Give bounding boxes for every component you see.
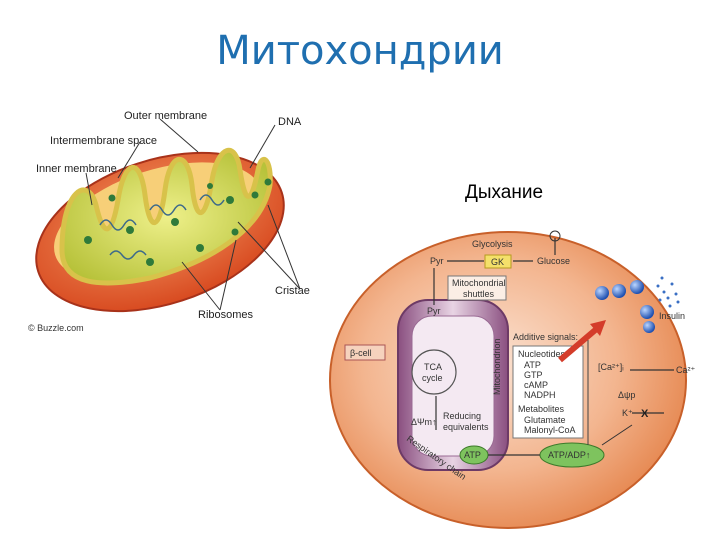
label-k-ion: K⁺ [622, 408, 633, 418]
label-metabolites: Metabolites [518, 404, 565, 414]
label-shuttles-1: Mitochondrial [452, 278, 506, 288]
label-ca-extracellular: Ca²⁺ [676, 365, 696, 375]
mitochondrion-illustration: Outer membrane Intermembrane space Inner… [16, 110, 310, 340]
label-inner-membrane: Inner membrane [36, 163, 117, 175]
label-delta-psi-p: Δψp [618, 390, 635, 400]
label-outer-membrane: Outer membrane [124, 110, 207, 122]
copyright-label: © Buzzle.com [28, 323, 84, 333]
label-glucose: Glucose [537, 256, 570, 266]
label-tca-1: TCA [424, 362, 442, 372]
label-reducing-2: equivalents [443, 422, 489, 432]
label-ribosomes: Ribosomes [198, 309, 254, 321]
label-additive-signals: Additive signals: [513, 332, 578, 342]
label-mitochondrion: Mitochondrion [492, 338, 502, 395]
nucleotide-item: GTP [524, 370, 543, 380]
label-atp-adp: ATP/ADP↑ [548, 450, 590, 460]
label-tca-2: cycle [422, 373, 443, 383]
nucleotide-item: NADPH [524, 390, 556, 400]
nucleotide-item: ATP [524, 360, 541, 370]
label-shuttles-2: shuttles [463, 289, 495, 299]
metabolite-item: Glutamate [524, 415, 566, 425]
beta-cell-diagram: Glycolysis Pyr GK Glucose Mitochondrial … [330, 231, 696, 528]
block-x-mark: X [641, 408, 649, 420]
label-cristae: Cristae [275, 285, 310, 297]
label-gk: GK [491, 257, 504, 267]
label-beta-cell: β-cell [350, 348, 372, 358]
label-atp: ATP [464, 450, 481, 460]
label-intermembrane-space: Intermembrane space [50, 135, 157, 147]
nucleotide-item: cAMP [524, 380, 548, 390]
label-dna: DNA [278, 116, 302, 128]
metabolite-item: Malonyl-CoA [524, 425, 576, 435]
label-insulin: Insulin [659, 311, 685, 321]
label-glycolysis: Glycolysis [472, 239, 513, 249]
label-pyr-top: Pyr [430, 256, 444, 266]
label-reducing-1: Reducing [443, 411, 481, 421]
label-pyr-mid: Pyr [427, 306, 441, 316]
label-ca-intracellular: [Ca²⁺]ᵢ [598, 362, 624, 372]
label-delta-psi-m: ΔΨm↑ [411, 417, 437, 427]
